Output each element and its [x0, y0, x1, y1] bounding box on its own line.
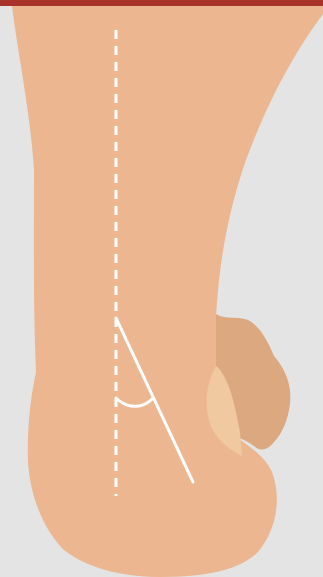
- foot-outline-icon: [12, 6, 323, 577]
